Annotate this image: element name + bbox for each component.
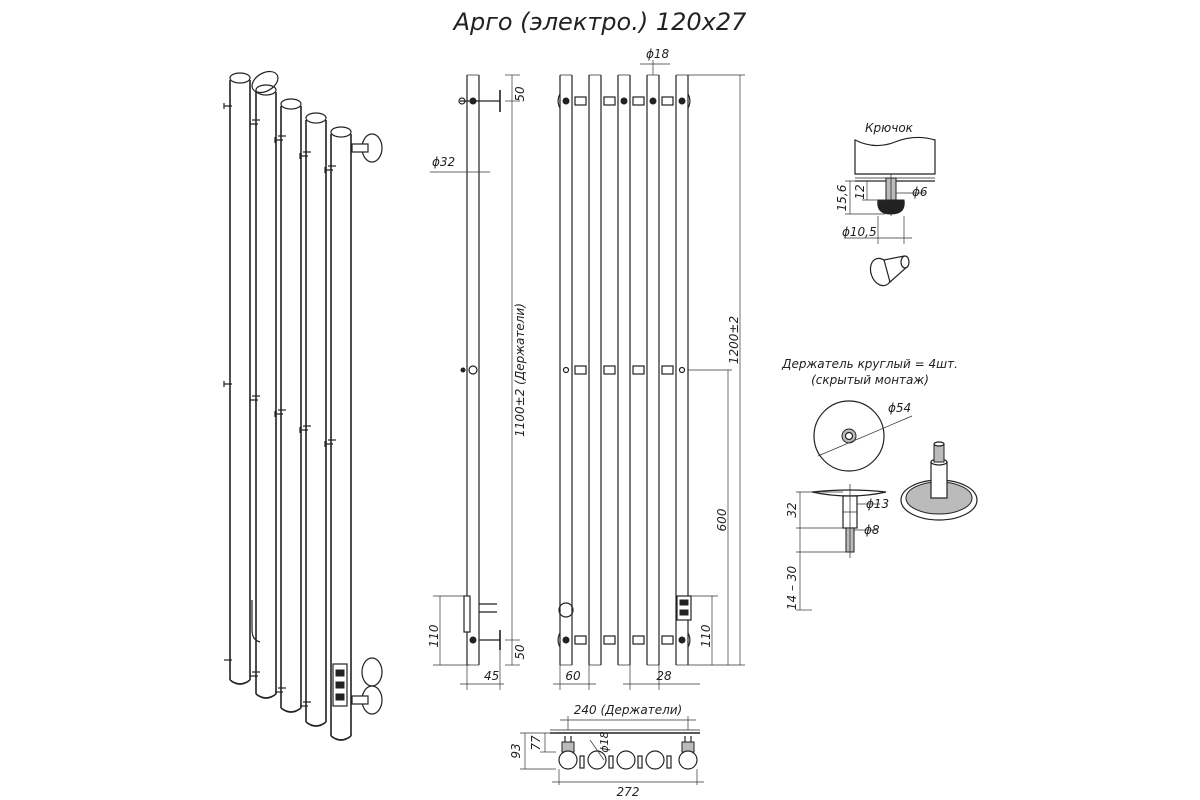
hook-dimension-lines (845, 180, 925, 244)
side-dim-diameter: ϕ32 (432, 155, 455, 169)
front-electric-switch (676, 595, 692, 621)
side-dim-bottom: 50 (513, 644, 527, 660)
side-dim-bottom-110: 110 (427, 624, 441, 647)
front-tube-1 (559, 74, 573, 666)
top-dim-depth-77: 77 (529, 735, 543, 751)
holder-dim-32: 32 (785, 502, 799, 517)
top-tube-5 (678, 750, 698, 770)
holder-detail: Держатель круглый = 4шт. (скрытый монтаж… (781, 357, 978, 611)
holder-disc-front (813, 400, 913, 472)
top-tube-3 (616, 750, 636, 770)
top-dimension-lines (520, 716, 704, 785)
holder-title-line2: (скрытый монтаж) (811, 373, 929, 387)
side-dimension-lines (430, 74, 520, 690)
front-dim-height-total: 1200±2 (727, 316, 741, 364)
hook-dim-15-6: 15,6 (835, 184, 849, 211)
iso-flange-bottom-right (351, 657, 383, 715)
holder-dim-54: ϕ54 (888, 401, 911, 415)
holder-dim-13: ϕ13 (866, 497, 889, 511)
iso-switch-box (332, 663, 348, 707)
hook-dim-10-5: ϕ10,5 (842, 225, 877, 239)
front-dim-edge: 60 (565, 669, 581, 683)
hook-dim-12: 12 (853, 184, 867, 199)
iso-hooks-bottom (224, 659, 311, 707)
front-connectors-middle (562, 365, 686, 375)
drawing-title: Арго (электро.) 120х27 (452, 8, 748, 36)
top-hooks (579, 755, 672, 769)
front-dim-bottom-offset: 110 (699, 624, 713, 647)
holder-profile (811, 484, 887, 558)
hook-title: Крючок (865, 121, 914, 135)
iso-tube-5 (330, 126, 352, 741)
iso-tube-2 (255, 84, 277, 699)
side-dim-holders-height: 1100±2 (Держатели) (513, 303, 527, 437)
top-tube-1 (558, 750, 578, 770)
hook-3d (869, 255, 910, 287)
side-dim-depth: 45 (484, 669, 499, 683)
iso-hooks-top (223, 103, 336, 173)
front-dim-tube-diameter: ϕ18 (646, 47, 670, 61)
iso-flange-top-right (351, 133, 383, 163)
holder-dim-14-30: 14 – 30 (785, 566, 799, 611)
front-tube-4 (646, 74, 660, 666)
front-connectors-bottom (557, 602, 691, 648)
holder-dim-8: ϕ8 (864, 523, 880, 537)
side-holder-top (458, 90, 501, 112)
iso-tube-1 (229, 72, 251, 685)
iso-tube-4 (305, 112, 327, 727)
top-dim-tube: ϕ18 (598, 731, 611, 752)
top-view: 240 (Держатели) 272 93 77 ϕ18 (509, 703, 704, 799)
top-dim-holders-width: 240 (Держатели) (574, 703, 682, 717)
isometric-view (223, 70, 383, 741)
front-tube-2 (588, 74, 602, 666)
front-tube-5 (675, 74, 689, 666)
holder-3d (900, 441, 978, 521)
holder-dimension-lines (796, 491, 880, 611)
holder-title-line1: Держатель круглый = 4шт. (781, 357, 958, 371)
iso-cable (251, 600, 261, 643)
hook-detail: Крючок 15,6 12 ϕ6 ϕ10,5 (835, 121, 936, 287)
top-dim-total-width: 272 (617, 785, 640, 799)
iso-flange-top-left (251, 70, 279, 94)
side-dim-top: 50 (513, 86, 527, 102)
top-tube-2 (587, 750, 607, 770)
front-view: ϕ18 1200±2 600 110 60 28 (553, 47, 745, 690)
front-connectors-top (557, 93, 691, 109)
side-holder-bottom (463, 595, 501, 650)
front-dimension-lines (553, 60, 745, 690)
iso-hooks-middle (223, 381, 336, 447)
hook-dim-6: ϕ6 (912, 185, 928, 199)
side-holder-middle (460, 365, 478, 375)
top-dim-depth-93: 93 (509, 743, 523, 758)
hook-tube-section (854, 136, 936, 175)
top-tube-4 (645, 750, 665, 770)
side-view: 50 50 ϕ32 1100±2 (Держатели) 110 45 (427, 74, 527, 690)
iso-tube-3 (280, 98, 302, 713)
front-dim-height-socket: 600 (715, 508, 729, 531)
front-dim-pitch: 28 (656, 669, 672, 683)
front-tube-3 (617, 74, 631, 666)
